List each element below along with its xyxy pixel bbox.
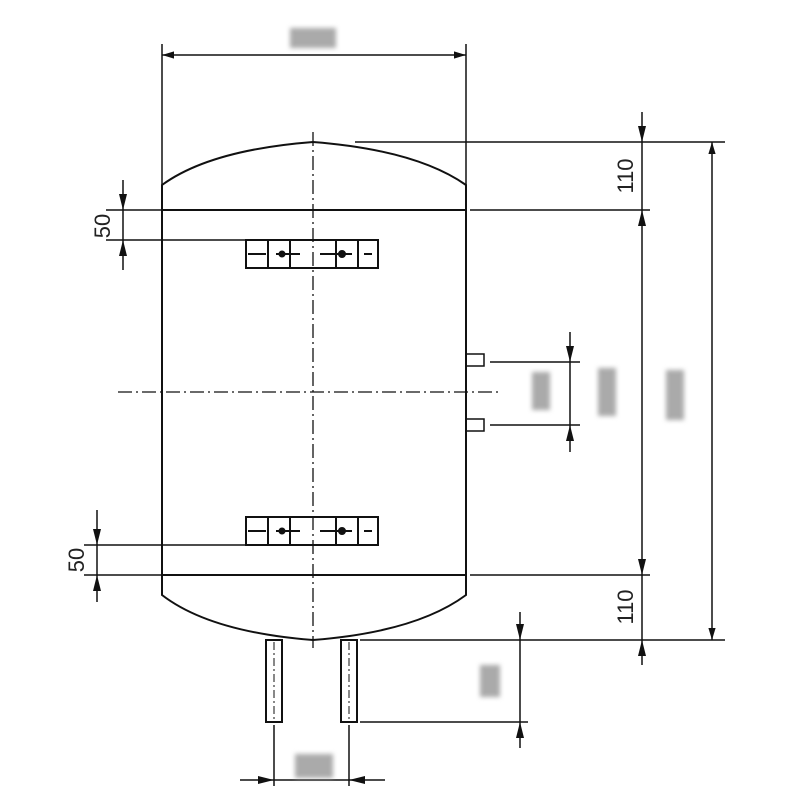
bottom-mounting-bracket bbox=[245, 516, 379, 546]
label-bottom-dome-height: 110 bbox=[613, 589, 638, 624]
obscured-bracket-spacing-label bbox=[598, 368, 616, 416]
obscured-pipe-length-label bbox=[480, 665, 500, 697]
inlet-pipe bbox=[265, 639, 283, 723]
top-mounting-bracket bbox=[245, 239, 379, 269]
label-top-dome-height: 110 bbox=[613, 158, 638, 193]
obscured-fitting-spacing-label bbox=[532, 372, 550, 410]
tank-outline bbox=[161, 140, 467, 642]
outlet-pipe bbox=[340, 639, 358, 723]
obscured-height-label bbox=[666, 370, 684, 420]
lower-side-fitting bbox=[465, 418, 485, 432]
upper-side-fitting bbox=[465, 353, 485, 367]
label-top-bracket-offset: 50 bbox=[90, 214, 115, 238]
obscured-width-label bbox=[290, 28, 336, 48]
obscured-pipe-spacing-label bbox=[295, 754, 333, 778]
label-bottom-bracket-offset: 50 bbox=[64, 548, 89, 572]
